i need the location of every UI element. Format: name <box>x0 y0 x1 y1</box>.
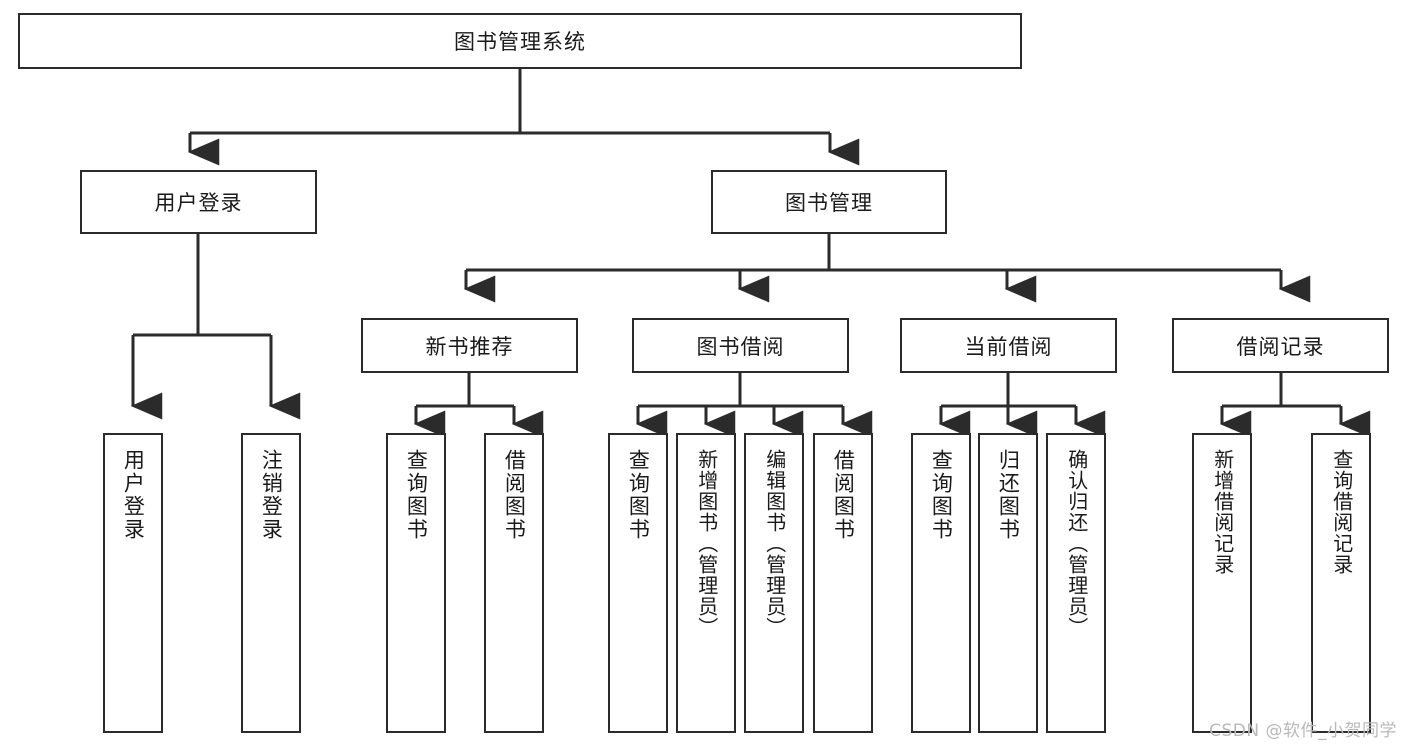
leaf-book-borrow-borrow[interactable]: 借阅图书 <box>813 433 873 733</box>
leaf-label: 借阅图书 <box>831 449 856 541</box>
leaf-label: 归还图书 <box>996 449 1021 541</box>
node-new-book-recommend[interactable]: 新书推荐 <box>361 318 578 373</box>
leaf-label: 查询图书 <box>404 449 429 541</box>
leaf-current-borrow-return[interactable]: 归还图书 <box>978 433 1038 733</box>
node-book-borrow-label: 图书借阅 <box>696 334 785 359</box>
leaf-label: 编辑图书（管理员） <box>762 449 787 638</box>
leaf-current-borrow-confirm-return[interactable]: 确认归还（管理员） <box>1046 433 1106 733</box>
leaf-user-login-login[interactable]: 用户登录 <box>103 433 163 733</box>
node-borrow-record[interactable]: 借阅记录 <box>1172 318 1389 373</box>
node-user-login[interactable]: 用户登录 <box>80 170 317 234</box>
watermark: CSDN @软件_小贺同学 <box>1209 721 1397 741</box>
node-root[interactable]: 图书管理系统 <box>18 13 1022 69</box>
leaf-label: 新增图书（管理员） <box>694 449 719 638</box>
leaf-borrow-record-add[interactable]: 新增借阅记录 <box>1192 433 1252 733</box>
leaf-label: 查询图书 <box>626 449 651 541</box>
leaf-label: 用户登录 <box>121 449 146 541</box>
leaf-label: 查询借阅记录 <box>1329 449 1354 575</box>
leaf-label: 借阅图书 <box>502 449 527 541</box>
leaf-borrow-record-query[interactable]: 查询借阅记录 <box>1311 433 1371 733</box>
leaf-label: 查询图书 <box>929 449 954 541</box>
node-book-management[interactable]: 图书管理 <box>711 170 947 234</box>
leaf-book-borrow-add[interactable]: 新增图书（管理员） <box>676 433 736 733</box>
leaf-new-book-query[interactable]: 查询图书 <box>386 433 446 733</box>
node-new-book-recommend-label: 新书推荐 <box>425 334 514 359</box>
leaf-label: 确认归还（管理员） <box>1064 449 1089 638</box>
leaf-user-login-logout[interactable]: 注销登录 <box>241 433 301 733</box>
node-user-login-label: 用户登录 <box>154 191 243 215</box>
leaf-label: 新增借阅记录 <box>1210 449 1235 575</box>
leaf-book-borrow-query[interactable]: 查询图书 <box>608 433 668 733</box>
node-book-management-label: 图书管理 <box>785 191 873 215</box>
leaf-label: 注销登录 <box>259 449 284 541</box>
node-root-label: 图书管理系统 <box>454 30 586 54</box>
node-book-borrow[interactable]: 图书借阅 <box>632 318 849 373</box>
node-current-borrow-label: 当前借阅 <box>964 334 1053 359</box>
node-borrow-record-label: 借阅记录 <box>1236 334 1325 359</box>
leaf-current-borrow-query[interactable]: 查询图书 <box>911 433 971 733</box>
leaf-new-book-borrow[interactable]: 借阅图书 <box>484 433 544 733</box>
leaf-book-borrow-edit[interactable]: 编辑图书（管理员） <box>744 433 804 733</box>
node-current-borrow[interactable]: 当前借阅 <box>900 318 1117 373</box>
